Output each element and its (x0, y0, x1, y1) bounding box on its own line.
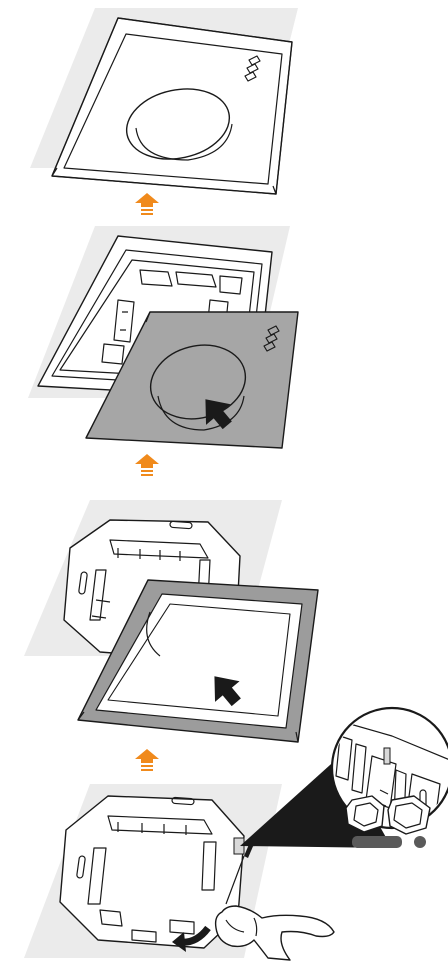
step-2-attach-cover (28, 226, 298, 448)
up-arrow-icon (135, 749, 159, 771)
screwdriver-icon (352, 836, 426, 848)
step-1-final-switch (30, 8, 298, 194)
up-arrow-icon (135, 193, 159, 215)
step-3-attach-frame (24, 500, 318, 742)
up-arrow-icon (135, 454, 159, 476)
